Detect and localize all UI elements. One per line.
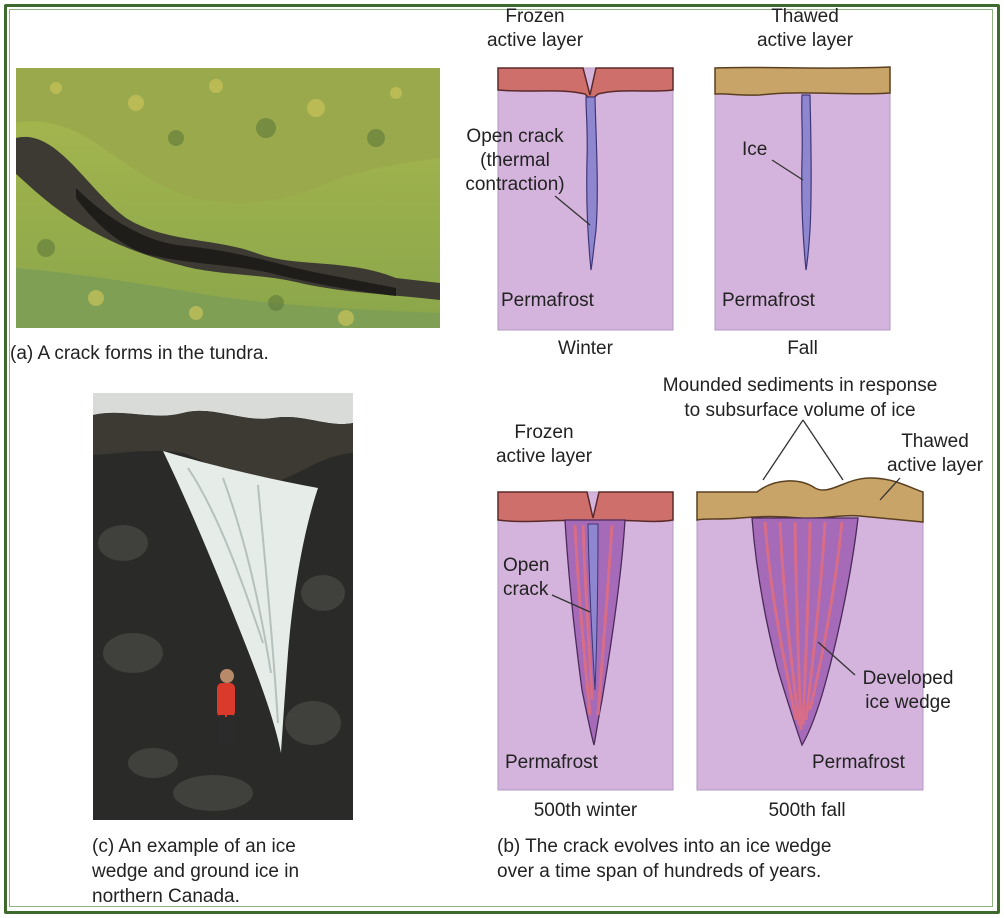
winter-crack-label-line-1: Open crack — [466, 126, 564, 147]
winter-frozen-layer — [497, 67, 674, 102]
ice-wedge-illustration — [93, 393, 353, 820]
wedge-pointer — [817, 641, 856, 676]
panel-b-caption-line-2: over a time span of hundreds of years. — [497, 861, 822, 882]
winter-stage-label: Winter — [558, 338, 613, 359]
winter-500-top-label-line-1: Frozen — [514, 422, 574, 443]
fall-500-ice-wedge — [751, 517, 859, 747]
winter-crack-label-line-3: contraction) — [465, 174, 565, 195]
winter-crack-pointer — [554, 195, 591, 226]
mound-label-line-2: to subsurface volume of ice — [684, 400, 916, 421]
fall-500-top-label-line-1: Thawed — [901, 431, 969, 452]
fall-diagram — [714, 66, 891, 331]
fall-permafrost-label: Permafrost — [722, 290, 815, 311]
fall-top-label-line-1: Thawed — [771, 6, 839, 27]
fall-top-label-line-2: active layer — [756, 30, 854, 51]
winter-500-open-crack — [587, 523, 599, 691]
tundra-crack-photo — [16, 68, 440, 328]
fall-500-mounded-layer — [696, 477, 924, 523]
winter-500-wedge-stripes — [573, 524, 614, 716]
mound-label-line-1: Mounded sediments in response — [662, 375, 938, 396]
fall-thawed-layer — [714, 66, 891, 96]
winter-diagram — [497, 67, 674, 331]
figure-border — [4, 4, 1000, 914]
ice-wedge-photo — [93, 393, 353, 820]
fall-500-wedge-stripes — [763, 521, 844, 731]
fall-500-top-label-line-2: active layer — [886, 455, 984, 476]
fall-500-diagram — [696, 419, 924, 791]
fall-stage-label: Fall — [787, 338, 818, 359]
fall-500-wedge-label-line-2: ice wedge — [865, 692, 951, 713]
winter-crack-label-line-2: (thermal — [480, 150, 550, 171]
winter-500-crack-label-line-1: Open — [503, 555, 550, 576]
panel-c-caption-line-3: northern Canada. — [92, 886, 240, 907]
winter-open-crack — [585, 96, 598, 271]
panel-c-caption-line-1: (c) An example of an ice — [92, 836, 296, 857]
fall-500-stage-label: 500th fall — [768, 800, 846, 821]
winter-top-label-line-2: active layer — [486, 30, 584, 51]
tundra-crack-illustration — [16, 68, 440, 328]
fall-ice-vein — [801, 94, 812, 271]
winter-top-label-line-1: Frozen — [505, 6, 565, 27]
panel-c-caption-line-2: wedge and ground ice in — [92, 861, 300, 882]
winter-500-top-label-line-2: active layer — [495, 446, 593, 467]
winter-500-permafrost-label: Permafrost — [505, 752, 598, 773]
fall-500-wedge-label-line-1: Developed — [862, 668, 954, 689]
winter-500-stage-label: 500th winter — [533, 800, 638, 821]
mound-pointer-right — [802, 419, 844, 481]
winter-permafrost — [497, 67, 674, 331]
fall-ice-label: Ice — [742, 139, 768, 160]
panel-a-caption: (a) A crack forms in the tundra. — [10, 343, 269, 364]
thawed-layer-pointer — [879, 477, 901, 501]
panel-b-caption-line-1: (b) The crack evolves into an ice wedge — [497, 836, 832, 857]
winter-permafrost-label: Permafrost — [501, 290, 594, 311]
winter-500-diagram — [497, 491, 674, 791]
figure-inner-border — [9, 9, 993, 907]
mound-pointer-left — [762, 419, 804, 481]
fall-500-permafrost-label: Permafrost — [812, 752, 905, 773]
winter-500-crack-label-line-2: crack — [503, 579, 549, 600]
fall-ice-pointer — [771, 159, 804, 181]
winter-500-crack-pointer — [551, 594, 591, 613]
